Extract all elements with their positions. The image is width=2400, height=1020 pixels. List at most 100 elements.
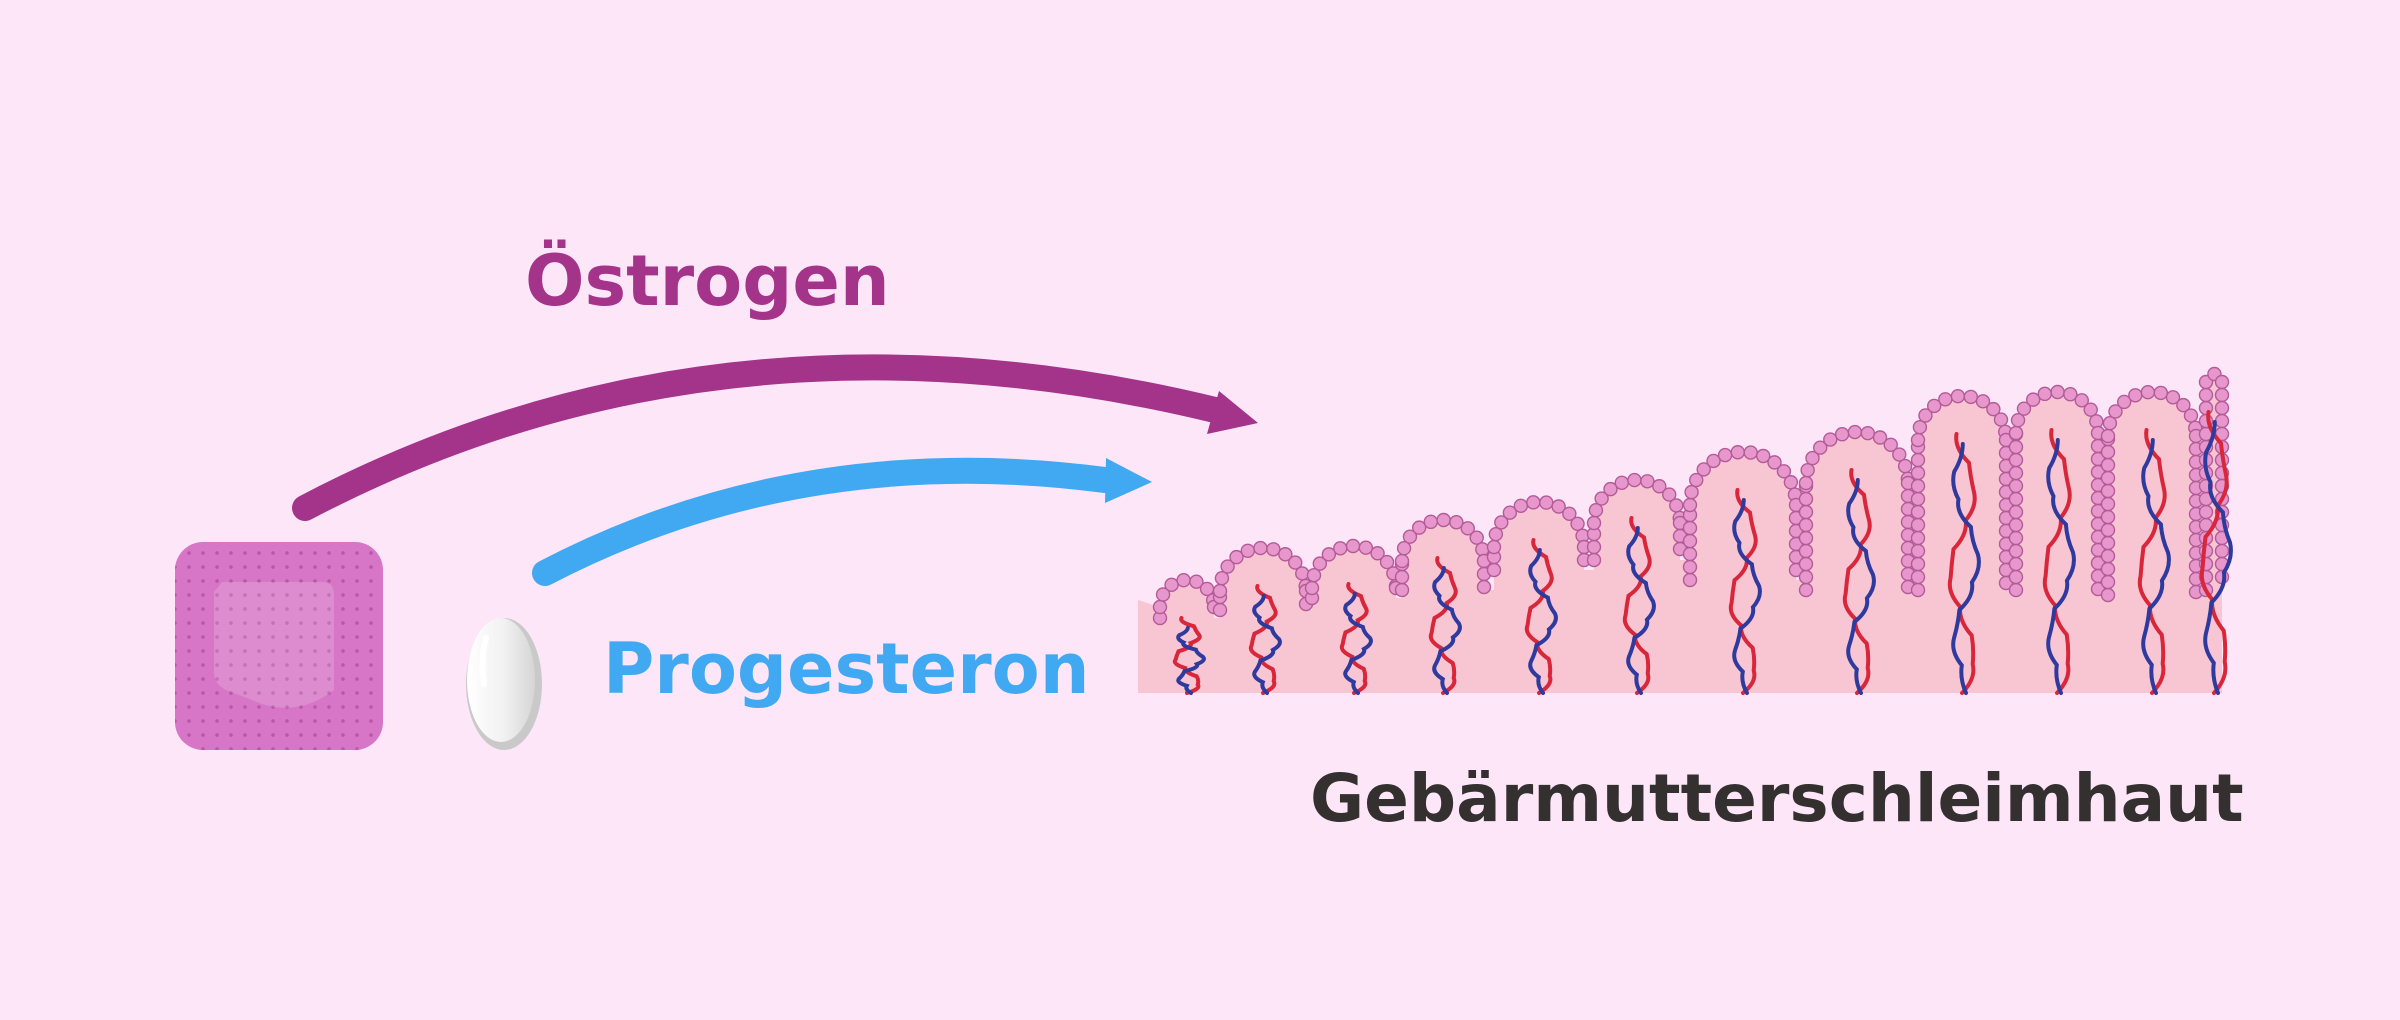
epithelial-cell — [2165, 390, 2181, 405]
vein-strand — [1252, 594, 1282, 695]
epithelial-cell — [2100, 509, 2116, 525]
epithelial-cell — [2214, 400, 2230, 416]
epithelial-cell — [2008, 491, 2024, 507]
epithelial-cell — [1333, 541, 1348, 556]
epithelial-cell — [1486, 539, 1502, 555]
epithelial-cell — [1910, 504, 1926, 520]
epithelial-cell — [2008, 530, 2024, 546]
epithelial-cell — [1594, 491, 1609, 506]
epithelial-cell — [2100, 522, 2116, 538]
epithelial-cell — [1423, 514, 1438, 530]
epithelial-cell — [1502, 505, 1518, 520]
epithelial-cell — [1253, 540, 1268, 556]
epithelial-cell — [1586, 552, 1602, 568]
epithelial-cell — [1963, 389, 1979, 405]
vein-strand — [1176, 626, 1206, 695]
epithelial-cell — [1872, 430, 1888, 445]
epithelial-cell — [1767, 455, 1782, 470]
progesterone-capsule-icon — [466, 618, 542, 750]
epithelial-cell — [2214, 374, 2230, 390]
epithelial-cell — [1494, 515, 1509, 530]
epithelial-cell — [1682, 520, 1698, 536]
epithelial-cell — [1689, 472, 1704, 488]
epithelial-cell — [2037, 386, 2052, 402]
epithelial-cell — [1756, 448, 1771, 464]
epithelial-cell — [2140, 384, 2156, 400]
epithelial-cell — [1155, 587, 1171, 602]
epithelial-cell — [2074, 393, 2089, 408]
epithelial-cell — [2008, 543, 2024, 559]
epithelial-cell — [1411, 520, 1427, 535]
epithelial-cell — [1860, 425, 1876, 441]
epithelial-cell — [1986, 401, 2001, 417]
epithelial-cell — [1910, 465, 1926, 481]
epithelial-cell — [2025, 392, 2041, 407]
epithelial-cell — [1460, 521, 1475, 536]
epithelial-cell — [1910, 517, 1926, 533]
epithelial-cell — [1229, 549, 1244, 565]
epithelial-cell — [1449, 515, 1464, 530]
epithelial-cell — [1910, 432, 1926, 448]
epithelial-cell — [1475, 542, 1490, 557]
epithelial-cell — [1798, 569, 1814, 585]
epithelial-cell — [2008, 569, 2024, 585]
epithelial-cell — [1436, 512, 1451, 528]
epithelial-cell — [1358, 540, 1374, 555]
epithelial-cell — [2100, 561, 2116, 577]
epithelial-cell — [2198, 504, 2214, 520]
epithelial-cell — [1798, 582, 1814, 598]
epithelial-cell — [2100, 444, 2116, 460]
vein-strand — [2141, 438, 2171, 695]
artery-strand — [1947, 432, 1977, 695]
epithelial-cell — [1798, 543, 1814, 559]
epithelial-cell — [2198, 387, 2214, 403]
endometrium-illustration — [1138, 366, 2233, 695]
epithelial-cell — [1640, 474, 1655, 489]
vein-strand — [1732, 498, 1762, 695]
epithelial-cell — [2008, 517, 2024, 533]
epithelial-cell — [1220, 559, 1235, 574]
epithelial-cell — [1682, 533, 1698, 549]
epithelial-cell — [2100, 548, 2116, 564]
epithelial-cell — [1394, 569, 1410, 585]
epithelial-cell — [1570, 516, 1585, 532]
epithelial-cell — [1684, 484, 1699, 500]
artery-strand — [1524, 538, 1554, 695]
epithelial-cell — [2100, 587, 2116, 603]
epithelial-cell — [1586, 515, 1602, 531]
epithelial-cell — [1910, 478, 1926, 494]
epithelial-cell — [1551, 499, 1566, 514]
artery-strand — [1248, 584, 1278, 695]
epithelial-cell — [1706, 453, 1721, 469]
epithelial-cell — [1586, 539, 1602, 555]
epithelial-cell — [1682, 572, 1698, 588]
progesterone-arrow — [532, 457, 1152, 586]
epithelial-cell — [1526, 495, 1541, 510]
epithelial-cell — [1910, 491, 1926, 507]
vein-strand — [2046, 438, 2076, 695]
epithelial-cell — [1214, 570, 1230, 586]
epithelial-cell — [1288, 555, 1303, 570]
epithelial-cell — [1696, 462, 1711, 477]
artery-strand — [1428, 556, 1458, 695]
epithelial-cell — [2008, 504, 2024, 520]
epithelial-cell — [1321, 547, 1337, 562]
endometrium-label: Gebärmutterschleimhaut — [1310, 760, 2244, 837]
epithelial-cell — [1798, 491, 1814, 507]
epithelial-cell — [1396, 541, 1412, 556]
epithelial-cell — [1306, 568, 1322, 583]
estrogen-label: Östrogen — [525, 240, 890, 322]
epithelial-cell — [1883, 437, 1898, 452]
vein-strand — [1343, 592, 1373, 695]
epithelial-cell — [1394, 582, 1410, 598]
epithelial-cell — [2008, 465, 2024, 481]
epithelial-cell — [1469, 530, 1484, 545]
epithelial-cell — [1798, 530, 1814, 546]
artery-strand — [2042, 428, 2072, 695]
epithelial-cell — [1345, 538, 1361, 554]
epithelial-cell — [1950, 388, 1966, 404]
epithelial-cell — [1603, 481, 1618, 497]
epithelial-cell — [2183, 408, 2199, 423]
epithelial-cell — [1370, 546, 1385, 561]
